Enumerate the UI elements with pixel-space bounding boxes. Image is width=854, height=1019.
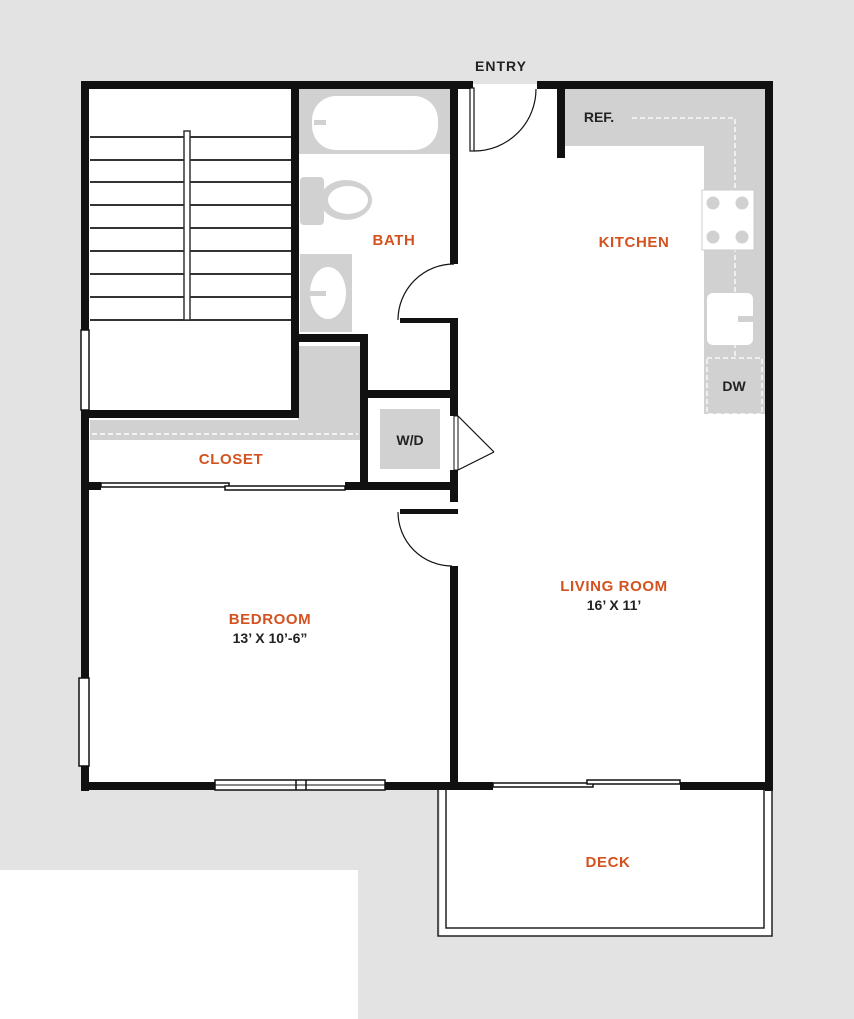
hall-storage [298, 346, 360, 422]
closet-label: CLOSET [199, 451, 263, 468]
living-room-dimensions: 16’ X 11’ [587, 597, 642, 613]
bedroom-door [397, 511, 453, 567]
bedroom-label: BEDROOM [229, 611, 312, 628]
bath-sink-icon [300, 254, 352, 332]
kitchen-label: KITCHEN [599, 234, 670, 251]
bedroom-dimensions: 13’ X 10’-6” [233, 630, 308, 646]
bath-door [397, 263, 455, 321]
deck [437, 790, 773, 937]
washer-dryer-icon: W/D [380, 409, 440, 469]
window-bedroom-south [214, 779, 386, 791]
walls [81, 81, 773, 791]
refrigerator-label: REF. [584, 109, 614, 125]
bathtub-icon [298, 88, 450, 154]
entry-label: ENTRY [475, 58, 527, 74]
deck-sliding-door [492, 779, 681, 788]
closet-sliding-doors [100, 482, 346, 491]
deck-label: DECK [586, 854, 631, 871]
dishwasher-icon: DW [706, 357, 763, 415]
window-bedroom-west [78, 677, 90, 767]
kitchen-sink-icon [707, 293, 760, 345]
laundry-door [453, 415, 495, 471]
window-stairwell [80, 329, 90, 411]
living-room-label: LIVING ROOM [560, 578, 667, 595]
stairwell [90, 130, 292, 321]
dishwasher-label: DW [722, 378, 746, 394]
refrigerator-icon: REF. [565, 88, 631, 148]
washer-dryer-label: W/D [396, 432, 423, 448]
entry-door [469, 87, 537, 152]
stair-handrail [183, 130, 191, 321]
stove-icon [701, 189, 755, 251]
bath-label: BATH [373, 232, 416, 249]
toilet-icon [300, 177, 372, 225]
closet-shelf [90, 420, 360, 440]
